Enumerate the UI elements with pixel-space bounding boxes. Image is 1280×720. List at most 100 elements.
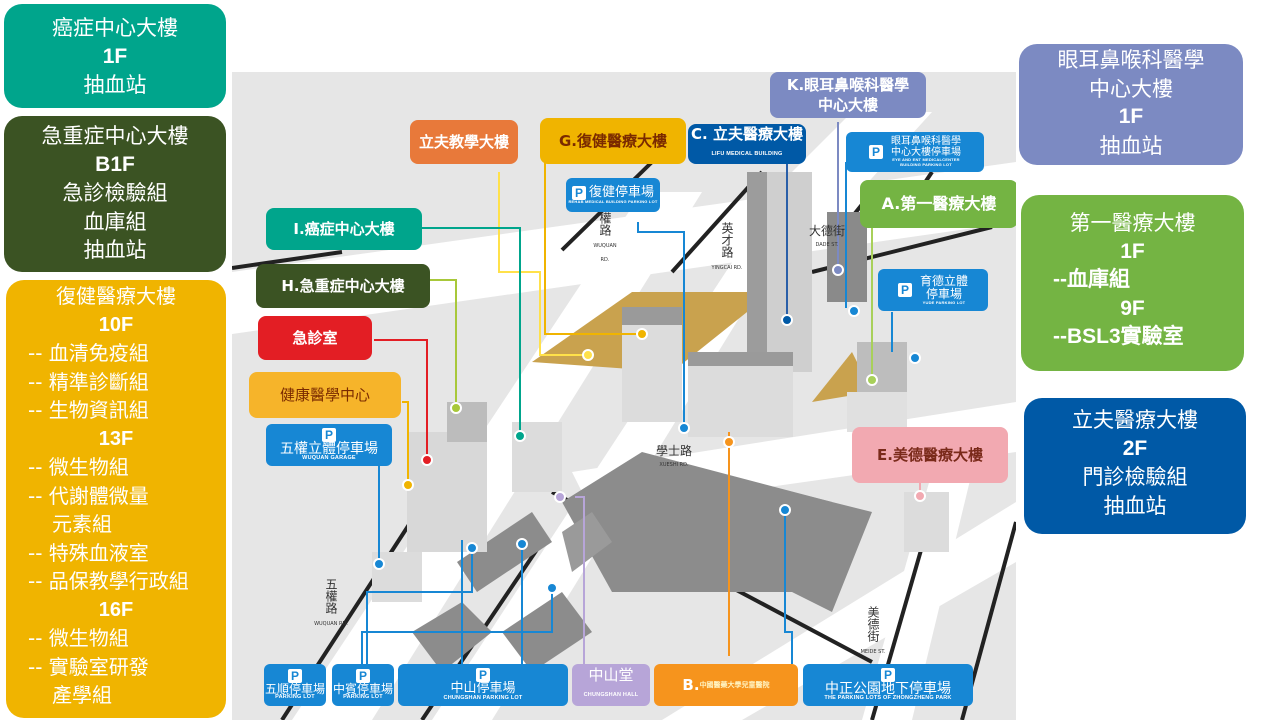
sign-zhongzheng-park-parking[interactable]: P 中正公園地下停車場 THE PARKING LOTS OF ZHONGZHE…: [803, 664, 973, 706]
sign-text: 五權立體停車場: [280, 440, 378, 457]
sign-ent-parking[interactable]: P 眼耳鼻喉科醫學 中心大樓停車場 EYE AND ENT MEDICALCEN…: [846, 132, 984, 172]
panel-line: -- 微生物組: [28, 455, 129, 479]
panel-line: 門診檢驗組: [1082, 465, 1188, 489]
campus-map: 五權路 WUQUAN RD. 英才路 YINGCAI RD. 大德街 DADE …: [232, 72, 1016, 720]
sign-text: 中正公園地下停車場: [825, 680, 951, 697]
street-name-en: WUQUAN RD.: [593, 243, 617, 263]
panel-title: 急重症中心大樓: [41, 124, 189, 148]
label-text-en: LIFU MEDICAL BUILDING: [711, 151, 783, 157]
panel-ent-center: 眼耳鼻喉科醫學 中心大樓 1F 抽血站: [1019, 44, 1243, 165]
panel-floor: 10F: [98, 313, 134, 336]
sign-text-en: REHAB MEDICAL BUILDING PARKING LOT: [568, 198, 658, 204]
panel-floor: B1F: [95, 152, 135, 176]
panel-floor: 13F: [98, 427, 134, 450]
parking-icon: P: [881, 667, 895, 682]
parking-icon: P: [476, 668, 490, 683]
sign-wushun-parking[interactable]: P 五順停車場 PARKING LOT: [264, 664, 326, 706]
street-name: 美德街: [866, 606, 880, 642]
panel-line: -- 實驗室研發: [28, 654, 149, 679]
panel-lifu-medical-building: 立夫醫療大樓 2F 門診檢驗組 抽血站: [1024, 398, 1246, 534]
label-k-ent-center[interactable]: K.眼耳鼻喉科醫學 中心大樓: [770, 72, 926, 118]
label-text: 中心大樓: [817, 96, 878, 114]
label-c-lifu-medical-building[interactable]: C. 立夫醫療大樓 LIFU MEDICAL BUILDING: [688, 124, 806, 164]
panel-line: 元素組: [52, 512, 112, 536]
panel-line: -- 生物資訊組: [28, 398, 149, 422]
panel-critical-care-center: 急重症中心大樓 B1F 急診檢驗組 血庫組 抽血站: [4, 116, 226, 272]
sign-text-en: CHUNGSHAN PARKING LOT: [443, 694, 523, 701]
panel-title: 眼耳鼻喉科醫學: [1057, 48, 1205, 72]
label-text: A.第一醫療大樓: [881, 194, 997, 213]
parking-icon: P: [869, 145, 883, 159]
label-text: I.癌症中心大樓: [293, 220, 395, 238]
label-lifu-teaching-building[interactable]: 立夫教學大樓: [410, 120, 518, 164]
label-text: B.: [682, 676, 700, 694]
street-name: 英才路: [720, 222, 734, 258]
panel-cancer-center: 癌症中心大樓 1F 抽血站: [4, 4, 226, 108]
label-health-medicine-center[interactable]: 健康醫學中心: [249, 372, 401, 418]
sign-text-en: YUDE PARKING LOT: [922, 299, 966, 305]
street-meide-st-label: 美德街 MEIDE ST.: [858, 606, 888, 659]
sign-text-en: BUILDING PARKING LOT: [900, 161, 952, 167]
sign-text-en: THE PARKING LOTS OF ZHONGZHENG PARK: [824, 695, 952, 702]
label-a-first-medical-building[interactable]: A.第一醫療大樓: [860, 180, 1016, 228]
parking-icon: P: [356, 668, 370, 683]
panel-title: 癌症中心大樓: [52, 16, 178, 40]
panel-line: --血庫組: [1053, 268, 1130, 291]
label-text: 健康醫學中心: [279, 386, 370, 404]
label-b-childrens-hospital[interactable]: B. 中國醫藥大學兒童醫院: [654, 664, 798, 706]
label-emergency-room[interactable]: 急診室: [258, 316, 372, 360]
label-text: H.急重症中心大樓: [281, 277, 405, 295]
parking-icon: P: [288, 668, 302, 683]
panel-line: -- 代謝體微量: [28, 483, 149, 508]
panel-line: -- 精準診斷組: [28, 369, 149, 394]
panel-title: 復健醫療大樓: [56, 284, 176, 308]
street-name-en: WUQUAN RD.: [314, 621, 348, 627]
street-name-en: XUESHI RD.: [659, 462, 689, 468]
sign-yude-parking[interactable]: P 育德立體 停車場 YUDE PARKING LOT: [878, 269, 988, 311]
label-i-cancer-center[interactable]: I.癌症中心大樓: [266, 208, 422, 250]
street-name: 五權路: [324, 578, 338, 614]
parking-icon: P: [571, 185, 586, 200]
sign-text-en: PARKING LOT: [275, 694, 315, 701]
buildings: [372, 172, 949, 602]
street-dade-st: 大德街 DADE ST.: [807, 224, 847, 252]
sign-wuquan-garage[interactable]: P 五權立體停車場 WUQUAN GARAGE: [266, 424, 392, 466]
panel-line: 產學組: [52, 683, 112, 707]
panel-title-2: 中心大樓: [1089, 76, 1173, 101]
label-g-rehab-building[interactable]: G.復健醫療大樓: [540, 118, 686, 164]
panel-floor: 9F: [1120, 296, 1145, 320]
panel-floor: 1F: [102, 44, 128, 68]
parking-icon: P: [897, 283, 912, 297]
label-text: K.眼耳鼻喉科醫學: [786, 76, 910, 94]
sign-text: 中山停車場: [450, 681, 516, 697]
label-h-critical-care-center[interactable]: H.急重症中心大樓: [256, 264, 430, 308]
street-name: 學士路: [655, 444, 692, 458]
label-text: 立夫教學大樓: [418, 133, 509, 151]
panel-first-medical-building: 第一醫療大樓 1F --血庫組 9F --BSL3實驗室: [1021, 195, 1244, 371]
panel-line: --BSL3實驗室: [1053, 325, 1184, 348]
label-text-en: CHUNGSHAN HALL: [583, 692, 639, 698]
sign-zhongbin-parking[interactable]: P 中賓停車場 PARKING LOT: [332, 664, 394, 706]
sign-text: 中賓停車場: [332, 681, 393, 696]
label-e-meide-medical-building[interactable]: E.美德醫療大樓: [852, 427, 1008, 483]
panel-line: 急診檢驗組: [62, 181, 168, 205]
street-name-en: MEIDE ST.: [860, 649, 886, 655]
panel-line: -- 微生物組: [28, 626, 129, 650]
street-yingcai-rd: 英才路 YINGCAI RD.: [710, 222, 744, 275]
label-text: 中國醫藥大學兒童醫院: [699, 681, 770, 689]
panel-line: -- 品保教學行政組: [28, 569, 189, 593]
sign-text: 中心大樓停車場: [891, 146, 961, 158]
sign-chungshan-parking[interactable]: P 中山停車場 CHUNGSHAN PARKING LOT: [398, 664, 568, 706]
panel-line: 抽血站: [83, 238, 147, 262]
panel-line: -- 血清免疫組: [28, 341, 149, 365]
panel-line: 抽血站: [83, 73, 147, 97]
sign-rehab-parking[interactable]: P 復健停車場 REHAB MEDICAL BUILDING PARKING L…: [566, 178, 660, 212]
sign-text: 停車場: [925, 286, 962, 301]
panel-rehab-building: 復健醫療大樓 10F -- 血清免疫組 -- 精準診斷組 -- 生物資訊組 13…: [6, 280, 226, 718]
label-text: G.復健醫療大樓: [558, 132, 667, 150]
street-wuquan-rd-lower: 五權路 WUQUAN RD.: [314, 578, 348, 631]
sign-text: 五順停車場: [264, 681, 325, 696]
label-chungshan-hall[interactable]: 中山堂 CHUNGSHAN HALL: [572, 664, 650, 706]
panel-floor: 2F: [1122, 436, 1148, 460]
panel-title: 立夫醫療大樓: [1072, 408, 1198, 432]
